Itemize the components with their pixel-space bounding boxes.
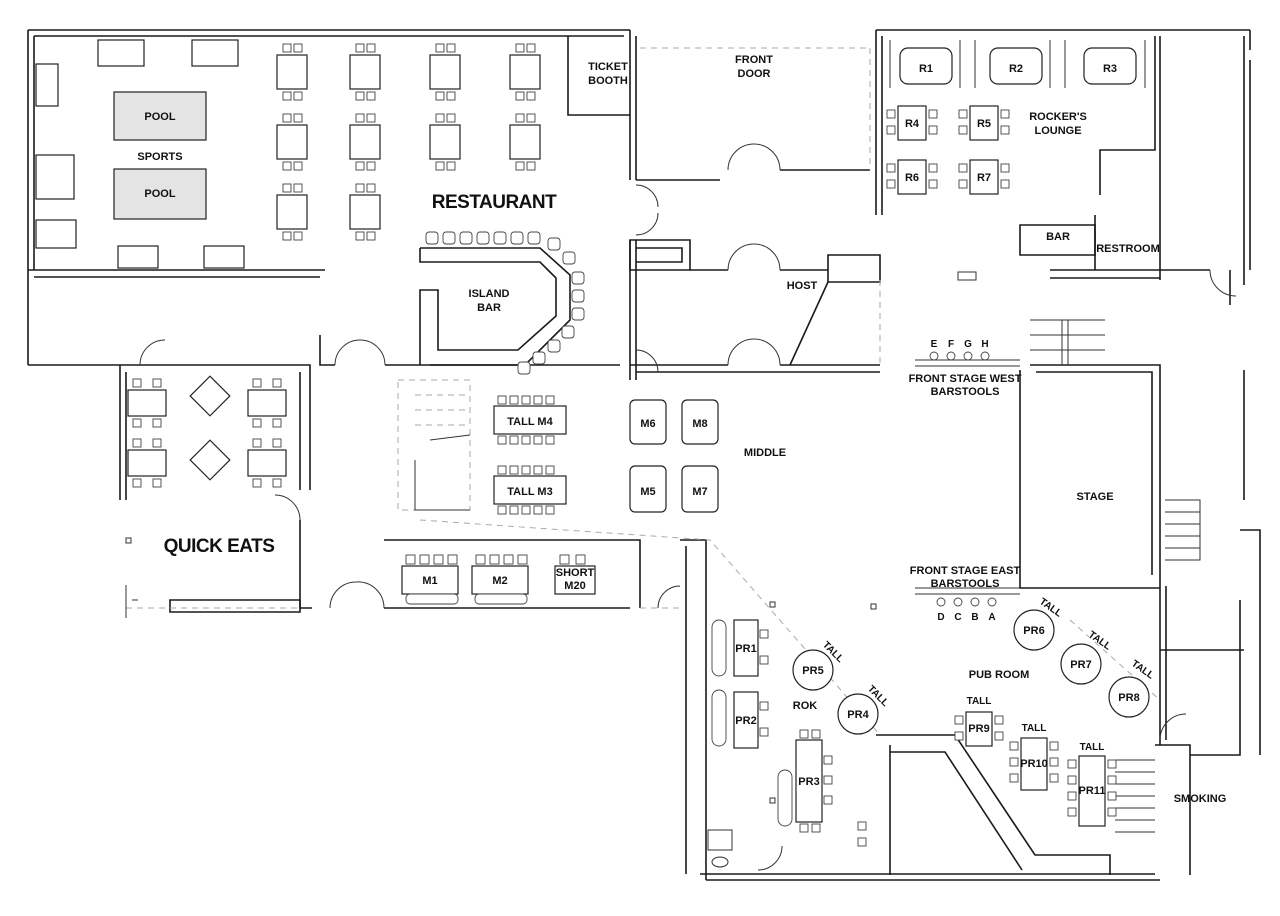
barstool-d[interactable]: D — [937, 612, 944, 623]
table-pr11[interactable]: PR11 — [1079, 785, 1106, 797]
table-tall-m3[interactable]: TALL M3 — [507, 486, 552, 498]
table-r3[interactable]: R3 — [1103, 63, 1117, 75]
table-r6[interactable]: R6 — [905, 172, 919, 184]
table-pr7[interactable]: PR7 — [1070, 659, 1091, 671]
pub-room-label: PUB ROOM — [969, 669, 1030, 681]
table-m5[interactable]: M5 — [640, 486, 655, 498]
table-m8[interactable]: M8 — [692, 418, 707, 430]
tall-tag-pr9: TALL — [967, 696, 992, 707]
table-m1[interactable]: M1 — [422, 575, 437, 587]
front-stage-barstools: E F G H FRONT STAGE WEST BARSTOOLS D C B… — [909, 339, 1114, 623]
table-m2[interactable]: M2 — [492, 575, 507, 587]
rockers-lounge-label-2: LOUNGE — [1034, 125, 1081, 137]
middle-area: TALL M4 TALL M3 M6 M8 M5 M7 MIDDLE M1 M2… — [401, 395, 786, 605]
ticket-booth-label-1: TICKET — [588, 61, 628, 73]
barstool-e[interactable]: E — [931, 339, 938, 350]
table-m20-label-2[interactable]: M20 — [564, 580, 585, 592]
table-pr5[interactable]: PR5 — [802, 665, 823, 677]
quick-eats-area: QUICK EATS — [127, 375, 287, 557]
island-bar-stools: ISLAND BAR — [425, 231, 585, 375]
pool-label-1: POOL — [144, 111, 175, 123]
sports-label: SPORTS — [137, 151, 182, 163]
table-tall-m4[interactable]: TALL M4 — [507, 416, 553, 428]
stage-label: STAGE — [1076, 491, 1113, 503]
table-pr1[interactable]: PR1 — [735, 643, 756, 655]
bar-label: BAR — [1046, 231, 1070, 243]
quick-eats-label: QUICK EATS — [164, 536, 275, 557]
front-stage-west-label-1: FRONT STAGE WEST — [909, 373, 1022, 385]
smoking-label: SMOKING — [1174, 793, 1227, 805]
table-pr10[interactable]: PR10 — [1020, 758, 1048, 770]
front-door-label-1: FRONT — [735, 54, 773, 66]
table-pr6[interactable]: PR6 — [1023, 625, 1044, 637]
host-label: HOST — [787, 280, 818, 292]
table-r7[interactable]: R7 — [977, 172, 991, 184]
table-pr3[interactable]: PR3 — [798, 776, 819, 788]
restaurant-tables: RESTAURANT — [276, 43, 558, 241]
table-r1[interactable]: R1 — [919, 63, 933, 75]
table-pr4[interactable]: PR4 — [847, 709, 869, 721]
rockers-lounge: R1 R2 R3 R4 R5 R6 R7 ROCKER'S LOUNGE BAR… — [886, 40, 1160, 255]
front-stage-west-label-2: BARSTOOLS — [931, 386, 1000, 398]
restaurant-label: RESTAURANT — [432, 192, 557, 213]
rockers-lounge-label-1: ROCKER'S — [1029, 111, 1087, 123]
barstool-g[interactable]: G — [964, 339, 972, 350]
front-stage-east-label-1: FRONT STAGE EAST — [910, 565, 1021, 577]
ticket-booth-label-2: BOOTH — [588, 75, 628, 87]
island-bar-label-1: ISLAND — [469, 288, 510, 300]
front-door-label-2: DOOR — [738, 68, 771, 80]
sports-area: POOL POOL SPORTS — [35, 39, 245, 269]
table-m7[interactable]: M7 — [692, 486, 707, 498]
pool-table-2 — [113, 168, 207, 220]
table-m6[interactable]: M6 — [640, 418, 655, 430]
front-stage-east-label-2: BARSTOOLS — [931, 578, 1000, 590]
table-r5[interactable]: R5 — [977, 118, 991, 130]
island-bar-label-2: BAR — [477, 302, 501, 314]
barstool-b[interactable]: B — [971, 612, 978, 623]
barstool-h[interactable]: H — [981, 339, 988, 350]
table-r2[interactable]: R2 — [1009, 63, 1023, 75]
entry-area: TICKET BOOTH FRONT DOOR HOST — [588, 54, 817, 292]
tall-tag-pr11: TALL — [1080, 742, 1105, 753]
rok-pub-room: PR1 PR2 PR3 ROK PR5 PR4 PR6 PR7 PR8 TALL… — [711, 596, 1227, 847]
rok-label: ROK — [793, 700, 818, 712]
table-m20-label-1[interactable]: SHORT — [556, 567, 595, 579]
pool-label-2: POOL — [144, 188, 175, 200]
restroom-label: RESTROOM — [1096, 243, 1160, 255]
table-pr9[interactable]: PR9 — [968, 723, 989, 735]
table-r4[interactable]: R4 — [905, 118, 920, 130]
table-pr2[interactable]: PR2 — [735, 715, 756, 727]
doors — [139, 143, 1237, 871]
barstool-c[interactable]: C — [954, 612, 961, 623]
table-pr8[interactable]: PR8 — [1118, 692, 1139, 704]
tall-tag-pr10: TALL — [1022, 723, 1047, 734]
pool-table-1 — [113, 91, 207, 141]
walls — [27, 29, 1261, 881]
middle-label: MIDDLE — [744, 447, 786, 459]
barstool-a[interactable]: A — [988, 612, 995, 623]
barstool-f[interactable]: F — [948, 339, 954, 350]
